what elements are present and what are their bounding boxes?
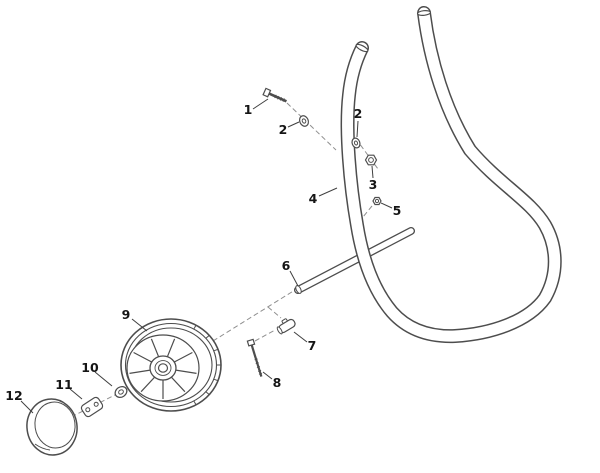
bolt-8-thread — [258, 372, 263, 375]
leader-10 — [94, 371, 113, 387]
part-label-6: 6 — [282, 258, 291, 273]
bracket-11-plate — [80, 396, 104, 418]
part-label-10: 10 — [81, 360, 99, 375]
part-label-3: 3 — [369, 177, 378, 192]
bolt-8-shaft — [250, 344, 263, 377]
nut-3-hex — [364, 154, 378, 166]
wheel-spoke — [174, 351, 193, 363]
nut-5 — [372, 196, 382, 206]
axis-bolt8 — [254, 329, 276, 342]
wheel-spoke — [129, 369, 151, 374]
wheel-tread-tick — [213, 378, 219, 382]
leader-2-left — [287, 121, 300, 128]
frame-tube-end-right — [416, 10, 432, 16]
leader-lines — [20, 98, 393, 414]
frame-tube — [340, 6, 562, 344]
clip-7-end — [276, 326, 283, 335]
hub-cap-12 — [26, 398, 78, 456]
bolt-8-thread — [255, 362, 259, 365]
leader-2-right — [356, 120, 359, 138]
nut-5-hole — [374, 198, 380, 204]
axle-body — [295, 228, 414, 293]
bolt-1-head — [262, 87, 272, 98]
axis-bolt1 — [286, 102, 337, 151]
leader-3 — [371, 165, 374, 179]
axis-clip — [267, 306, 282, 319]
leader-11 — [69, 388, 83, 400]
bracket-11 — [80, 396, 104, 418]
part-label-2-left: 2 — [279, 122, 288, 137]
washer-10 — [114, 386, 128, 398]
axis-wheel-axle — [212, 289, 296, 342]
bolt-1 — [262, 87, 287, 103]
part-label-5: 5 — [393, 203, 402, 218]
wheel-hub-hole — [157, 363, 169, 373]
part-label-9: 9 — [122, 307, 131, 322]
bolt-8 — [246, 338, 263, 377]
leader-4 — [318, 187, 338, 197]
bolt-8-head — [246, 338, 256, 347]
clip-7 — [276, 318, 296, 335]
wheel-spoke — [150, 338, 160, 357]
frame-tube-end-left — [355, 43, 369, 53]
nut-3-hole — [368, 157, 374, 163]
bolt-8-thread — [256, 366, 261, 368]
washer-2-right — [351, 137, 361, 149]
bracket-11-hole — [85, 407, 91, 413]
wheel-tread-tick — [193, 324, 197, 330]
part-label-11: 11 — [55, 377, 72, 392]
hub-cap-inner — [34, 401, 76, 449]
callout-labels: 1 2 2 3 4 5 6 7 8 9 10 11 12 — [5, 102, 401, 403]
leader-8 — [262, 371, 273, 380]
hub-cap-shading — [34, 443, 51, 451]
nut-3 — [364, 154, 378, 166]
washer-10-hole — [118, 389, 124, 395]
bolt-1-thread — [279, 97, 283, 101]
axle-rod — [294, 227, 415, 294]
leader-1 — [252, 98, 269, 110]
wheel-spoke — [170, 376, 186, 393]
washer-2-left-hole — [301, 118, 307, 124]
frame-tube-body — [342, 7, 561, 342]
leader-5 — [380, 202, 393, 209]
leader-12 — [20, 400, 34, 414]
leader-7 — [293, 331, 308, 343]
wheel-tread-tick — [193, 400, 197, 406]
bracket-11-hole — [93, 401, 99, 407]
wheel-spoke — [140, 376, 156, 393]
bolt-8-thread — [257, 370, 262, 372]
bolt-8-thread — [254, 358, 258, 361]
hub-cap-outer — [26, 398, 78, 456]
wheel-spoke — [133, 351, 152, 363]
part-label-4: 4 — [309, 191, 318, 206]
wheel-tread-tick — [213, 348, 219, 352]
wheel-spoke — [166, 338, 176, 357]
part-label-12: 12 — [5, 388, 22, 403]
washer-2-right-hole — [353, 140, 359, 146]
bolt-1-thread — [282, 98, 285, 102]
wheel-spoke — [175, 369, 197, 374]
nut-5-hex — [372, 196, 382, 206]
axle-end-cap — [295, 285, 302, 294]
leader-9 — [131, 318, 148, 332]
bolt-1-thread — [274, 94, 277, 99]
washer-2-left — [298, 115, 310, 127]
wheel-tread-tick — [205, 391, 210, 395]
part-label-2-right: 2 — [354, 106, 363, 121]
part-label-1: 1 — [244, 102, 253, 117]
bolt-1-thread — [277, 95, 280, 100]
part-label-7: 7 — [308, 338, 317, 353]
part-label-8: 8 — [273, 375, 282, 390]
wheel-hub-ring — [154, 360, 172, 376]
wheel — [120, 318, 222, 412]
axis-nut5 — [362, 205, 373, 218]
leader-6 — [289, 270, 299, 287]
wheel-tread-tick — [205, 335, 210, 339]
